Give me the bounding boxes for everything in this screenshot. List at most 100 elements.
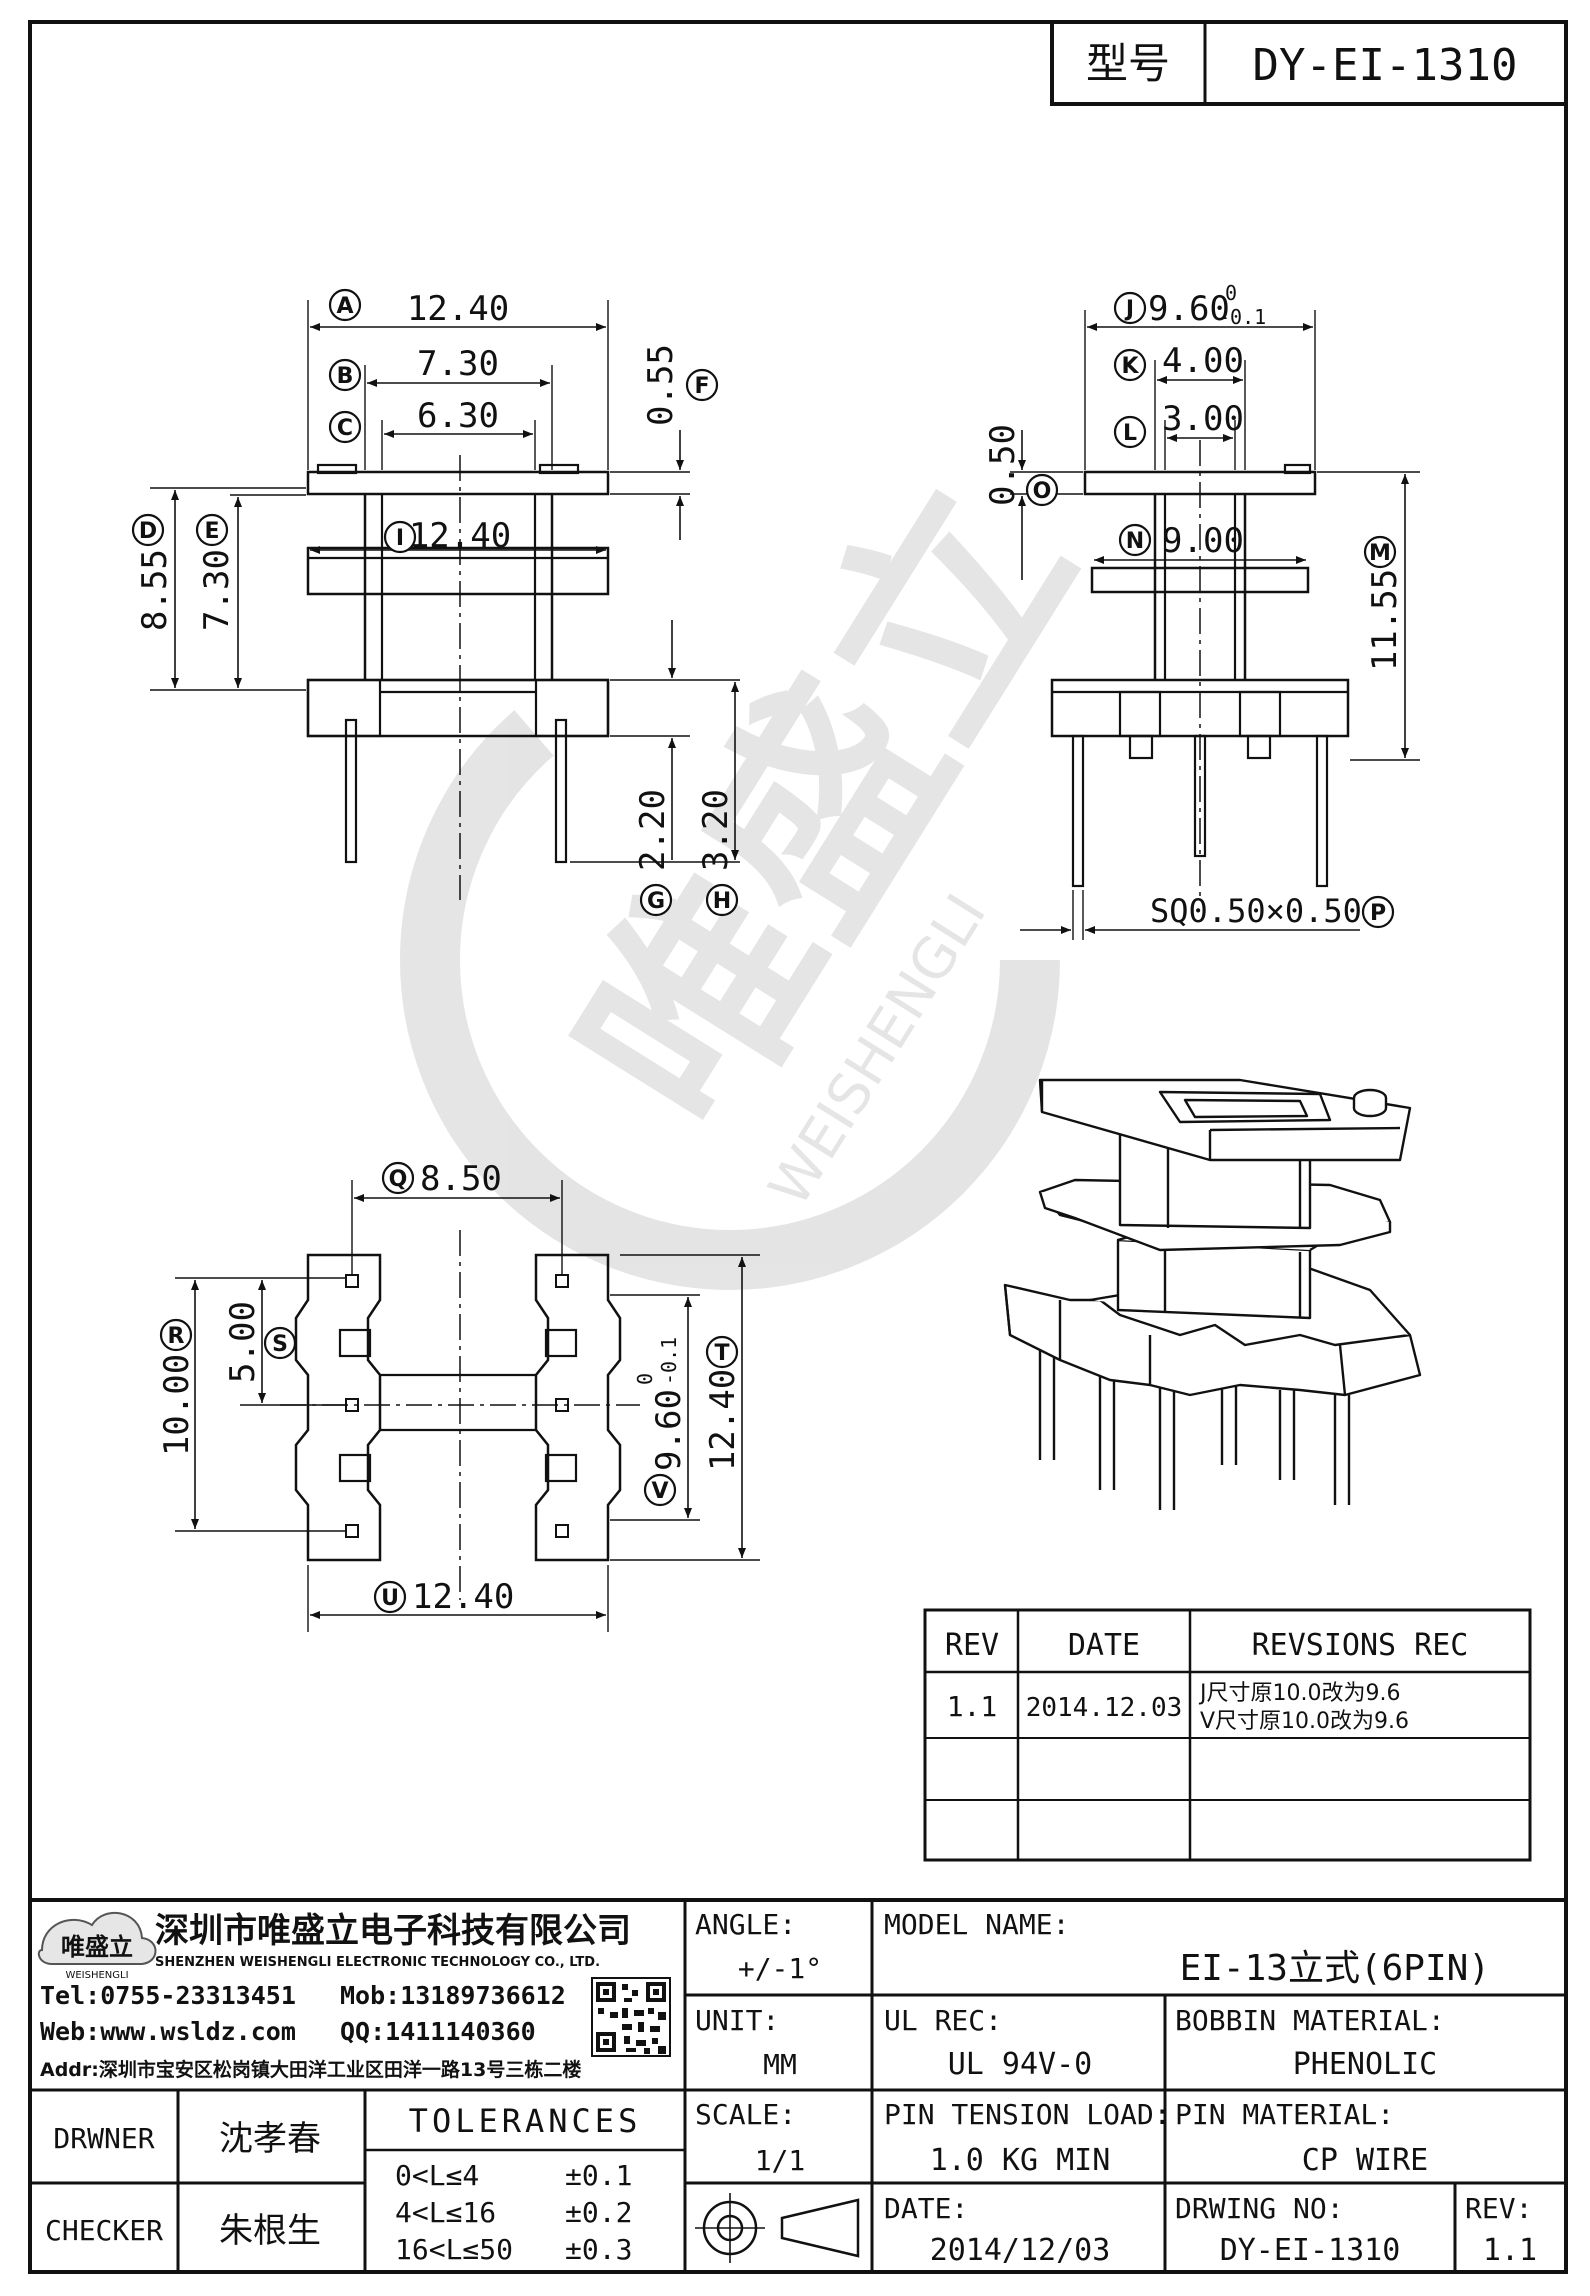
- dim-j-value: 9.60: [1148, 289, 1230, 329]
- company-web: Web:www.wsldz.com: [40, 2017, 296, 2046]
- svg-text:U: U: [381, 1586, 399, 1611]
- unit-label: UNIT:: [695, 2004, 779, 2037]
- pin-material-value: CP WIRE: [1302, 2143, 1428, 2178]
- svg-text:S: S: [272, 1332, 288, 1357]
- dim-k-value: 4.00: [1162, 341, 1244, 381]
- rev-row-rev: 1.1: [947, 1690, 998, 1723]
- rev-header-rev: REV: [945, 1628, 999, 1663]
- tolerance-value-1: ±0.1: [565, 2159, 632, 2192]
- date-value: 2014/12/03: [930, 2233, 1111, 2268]
- dim-o-value: 0.50: [983, 424, 1023, 506]
- qr-code: [591, 1977, 671, 2057]
- tolerance-value-2: ±0.2: [565, 2196, 632, 2229]
- dim-n-value: 9.00: [1162, 521, 1244, 561]
- dim-f-value: 0.55: [641, 344, 681, 426]
- drawing-no-value: DY-EI-1310: [1220, 2233, 1401, 2268]
- company-name-en: SHENZHEN WEISHENGLI ELECTRONIC TECHNOLOG…: [155, 1955, 600, 1970]
- company-mob: Mob:13189736612: [340, 1981, 566, 2010]
- dim-h-value: 3.20: [696, 789, 736, 871]
- dim-i-value: 12.40: [409, 516, 511, 556]
- tolerance-range-3: 16<L≤50: [395, 2233, 513, 2266]
- dim-g-value: 2.20: [633, 789, 673, 871]
- svg-text:P: P: [1370, 901, 1386, 926]
- svg-text:M: M: [1369, 541, 1391, 566]
- bobbin-label: BOBBIN MATERIAL:: [1175, 2004, 1445, 2037]
- company-qq: QQ:1411140360: [340, 2017, 536, 2046]
- dim-q-value: 8.50: [420, 1159, 502, 1199]
- dim-j-tol-upper: 0: [1225, 281, 1237, 305]
- angle-value: +/-1°: [738, 1952, 822, 1985]
- rev-row-date: 2014.12.03: [1026, 1693, 1183, 1723]
- rev-row-note-1: J尺寸原10.0改为9.6: [1198, 1681, 1400, 1706]
- svg-text:B: B: [337, 364, 354, 389]
- dim-j-tol-lower: -0.1: [1218, 305, 1266, 329]
- dim-a-value: 12.40: [407, 289, 509, 329]
- rev-header-notes: REVSIONS REC: [1252, 1628, 1469, 1663]
- dim-l-value: 3.00: [1162, 399, 1244, 439]
- dim-b-value: 7.30: [417, 344, 499, 384]
- dim-c-value: 6.30: [417, 396, 499, 436]
- isometric-view: [1003, 1078, 1422, 1510]
- company-tel: Tel:0755-23313451: [40, 1981, 296, 2010]
- checker-name: 朱根生: [219, 2211, 321, 2251]
- tolerances-title: TOLERANCES: [409, 2102, 642, 2140]
- dim-u-value: 12.40: [412, 1577, 514, 1617]
- company-logo-sub: WEISHENGLI: [65, 1970, 128, 1981]
- svg-text:J: J: [1124, 297, 1134, 322]
- rev-label: REV:: [1465, 2192, 1532, 2225]
- rev-value: 1.1: [1483, 2233, 1537, 2268]
- dim-m-value: 11.55: [1365, 569, 1405, 671]
- dim-s-value: 5.00: [223, 1301, 263, 1383]
- tolerance-range-2: 4<L≤16: [395, 2196, 496, 2229]
- model-name-value: EI-13立式(6PIN): [1180, 1948, 1490, 1989]
- dim-v-tol-lower: -0.1: [657, 1337, 681, 1385]
- company-name-cn: 深圳市唯盛立电子科技有限公司: [155, 1911, 631, 1951]
- svg-text:E: E: [204, 519, 219, 544]
- revisions-table: REV DATE REVSIONS REC 1.1 2014.12.03 J尺寸…: [923, 1608, 1532, 1862]
- drawing-no-label: DRWING NO:: [1175, 2192, 1344, 2225]
- model-name-label: MODEL NAME:: [884, 1908, 1069, 1941]
- dim-e-value: 7.30: [197, 549, 237, 631]
- dim-p-value: SQ0.50×0.50: [1150, 892, 1362, 930]
- svg-text:L: L: [1123, 421, 1137, 446]
- scale-value: 1/1: [755, 2144, 806, 2177]
- ul-label: UL REC:: [884, 2004, 1002, 2037]
- dim-v-value: 9.60: [649, 1389, 689, 1471]
- watermark: 唯盛立 WEISHENGLI: [400, 442, 1122, 1290]
- svg-text:O: O: [1033, 479, 1052, 504]
- dim-t-value: 12.40: [703, 1369, 743, 1471]
- svg-text:T: T: [714, 1341, 729, 1366]
- date-label: DATE:: [884, 2192, 968, 2225]
- svg-text:H: H: [713, 889, 731, 914]
- front-view: A 12.40 B 7.30 C 6.30 0.55 F D 8.55 E 7.…: [131, 288, 740, 917]
- svg-text:D: D: [139, 519, 157, 544]
- svg-text:C: C: [337, 416, 353, 441]
- model-label: 型号: [1086, 39, 1170, 88]
- pin-material-label: PIN MATERIAL:: [1175, 2098, 1394, 2131]
- svg-text:N: N: [1126, 529, 1144, 554]
- drawner-label: DRWNER: [53, 2122, 154, 2155]
- svg-text:I: I: [396, 526, 404, 551]
- tolerance-range-1: 0<L≤4: [395, 2159, 479, 2192]
- dim-v-tol-upper: 0: [633, 1373, 657, 1385]
- pin-tension-value: 1.0 KG MIN: [930, 2143, 1111, 2178]
- rev-header-date: DATE: [1068, 1628, 1140, 1663]
- company-addr: Addr:深圳市宝安区松岗镇大田洋工业区田洋一路13号三栋二楼: [40, 2058, 581, 2081]
- svg-text:V: V: [651, 1479, 668, 1504]
- company-logo-text: 唯盛立: [61, 1933, 133, 1961]
- angle-label: ANGLE:: [695, 1908, 796, 1941]
- model-title-box: 型号 DY-EI-1310: [1050, 20, 1568, 106]
- svg-text:K: K: [1121, 354, 1139, 379]
- bottom-view: Q 8.50 R 10.00 S 5.00 9.60 0 -0.1 V T 12…: [157, 1159, 760, 1632]
- svg-text:R: R: [168, 1324, 185, 1349]
- svg-text:F: F: [694, 374, 709, 399]
- scale-label: SCALE:: [695, 2098, 796, 2131]
- svg-text:A: A: [336, 294, 353, 319]
- model-value: DY-EI-1310: [1253, 40, 1518, 91]
- tolerance-value-3: ±0.3: [565, 2233, 632, 2266]
- bobbin-value: PHENOLIC: [1293, 2047, 1438, 2082]
- ul-value: UL 94V-0: [948, 2047, 1093, 2082]
- company-logo: 唯盛立 WEISHENGLI: [37, 1911, 157, 1981]
- unit-value: MM: [763, 2048, 797, 2081]
